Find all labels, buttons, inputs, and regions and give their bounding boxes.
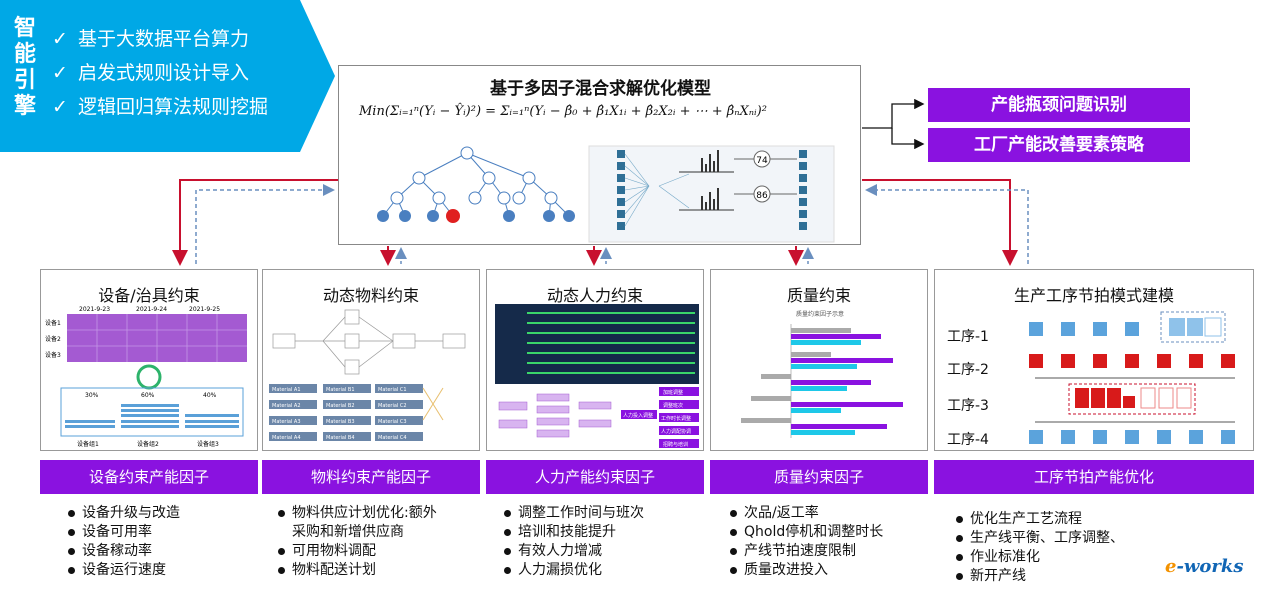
- model-title: 基于多因子混合求解优化模型: [490, 79, 711, 99]
- svg-text:86: 86: [756, 191, 768, 201]
- panel-process: 生产工序节拍模式建模 工序-1 工序-2 工序-3 工序-4: [934, 269, 1254, 451]
- model-box: 基于多因子混合求解优化模型 Min(Σᵢ₌₁ⁿ(Yᵢ − Ŷᵢ)²) = Σᵢ₌…: [338, 65, 861, 245]
- svg-text:Material A4: Material A4: [272, 435, 301, 441]
- model-illustrations: 74 86: [377, 145, 835, 243]
- cycle-icon: [136, 364, 162, 390]
- engine-banner: [0, 0, 335, 152]
- factor-process: 工序节拍产能优化: [934, 460, 1254, 494]
- factor-equipment: 设备约束产能因子: [40, 460, 258, 494]
- svg-text:设备组2: 设备组2: [137, 440, 159, 448]
- engine-title: 智能引擎: [13, 16, 36, 119]
- panel-title: 生产工序节拍模式建模: [1013, 286, 1174, 305]
- panel-title: 质量约束: [786, 286, 851, 305]
- svg-text:2021-9-24: 2021-9-24: [136, 306, 167, 313]
- panel-equipment: 设备/治具约束 2021-9-23 2021-9-24 2021-9-25 设备…: [40, 269, 258, 451]
- svg-text:工作时长调整: 工作时长调整: [661, 415, 691, 422]
- svg-text:Material C4: Material C4: [378, 435, 407, 441]
- svg-text:30%: 30%: [85, 392, 99, 399]
- svg-text:60%: 60%: [141, 392, 155, 399]
- eworks-logo: e-works: [1165, 556, 1244, 577]
- step-label: 工序-4: [947, 432, 989, 448]
- svg-text:设备2: 设备2: [45, 335, 61, 343]
- svg-text:2021-9-23: 2021-9-23: [79, 306, 110, 313]
- check-icon: ✓: [52, 28, 68, 50]
- svg-text:74: 74: [756, 156, 768, 166]
- process-cubes: [1029, 311, 1235, 444]
- svg-text:加班调整: 加班调整: [663, 389, 683, 396]
- svg-text:Material B3: Material B3: [326, 419, 355, 425]
- svg-text:Material C2: Material C2: [378, 403, 407, 409]
- bullets-material: 物料供应计划优化:额外采购和新增供应商可用物料调配物料配送计划: [274, 504, 446, 580]
- model-formula: Min(Σᵢ₌₁ⁿ(Yᵢ − Ŷᵢ)²) = Σᵢ₌₁ⁿ(Yᵢ − β̂₀ + …: [359, 104, 767, 119]
- svg-text:设备3: 设备3: [45, 351, 61, 359]
- svg-text:人力投入调整: 人力投入调整: [623, 412, 653, 419]
- engine-item: ✓基于大数据平台算力: [52, 22, 268, 56]
- panel-material: 动态物料约束 Material A1 Material A2 Material …: [262, 269, 480, 451]
- panel-labor: 动态人力约束 人力投入调整 加班调整 调整班次 工作时长调整 人力调配协调 招聘…: [486, 269, 704, 451]
- svg-text:设备组3: 设备组3: [197, 440, 219, 448]
- panel-title: 设备/治具约束: [98, 286, 200, 305]
- decision-tree-icon: [382, 146, 570, 217]
- panel-title: 动态物料约束: [322, 286, 419, 305]
- factor-material: 物料约束产能因子: [262, 460, 480, 494]
- factor-labor: 人力产能约束因子: [486, 460, 704, 494]
- svg-text:招聘与培训: 招聘与培训: [663, 441, 688, 448]
- svg-text:Material B2: Material B2: [326, 403, 355, 409]
- step-label: 工序-2: [947, 362, 989, 378]
- engine-item: ✓启发式规则设计导入: [52, 56, 268, 90]
- svg-text:Material A1: Material A1: [272, 387, 301, 393]
- quality-bars: [741, 328, 903, 435]
- panel-quality: 质量约束 质量约束因子示意: [710, 269, 928, 451]
- svg-text:Material C3: Material C3: [378, 419, 407, 425]
- svg-text:Material B4: Material B4: [326, 435, 355, 441]
- svg-text:40%: 40%: [203, 392, 217, 399]
- svg-text:2021-9-25: 2021-9-25: [189, 306, 220, 313]
- svg-text:设备组1: 设备组1: [77, 440, 99, 448]
- svg-text:Material A3: Material A3: [272, 419, 301, 425]
- svg-text:Material A2: Material A2: [272, 403, 301, 409]
- svg-text:质量约束因子示意: 质量约束因子示意: [796, 310, 844, 318]
- bullets-equipment: 设备升级与改造设备可用率设备稼动率设备运行速度: [64, 504, 254, 580]
- engine-item: ✓逻辑回归算法规则挖掘: [52, 90, 268, 124]
- factor-quality: 质量约束因子: [710, 460, 928, 494]
- engine-list: ✓基于大数据平台算力 ✓启发式规则设计导入 ✓逻辑回归算法规则挖掘: [52, 22, 268, 124]
- bullets-labor: 调整工作时间与班次培训和技能提升有效人力增减人力漏损优化: [500, 504, 700, 580]
- check-icon: ✓: [52, 96, 68, 118]
- svg-text:Material B1: Material B1: [326, 387, 355, 393]
- svg-text:Material C1: Material C1: [378, 387, 407, 393]
- svg-text:调整班次: 调整班次: [663, 402, 683, 409]
- svg-text:人力调配协调: 人力调配协调: [661, 428, 691, 435]
- output-strategy: 工厂产能改善要素策略: [928, 128, 1190, 162]
- panel-title: 动态人力约束: [546, 286, 643, 305]
- step-label: 工序-1: [947, 329, 989, 345]
- check-icon: ✓: [52, 62, 68, 84]
- svg-text:设备1: 设备1: [45, 319, 61, 327]
- network-icon: [617, 150, 807, 230]
- output-bottleneck: 产能瓶颈问题识别: [928, 88, 1190, 122]
- step-label: 工序-3: [947, 398, 989, 414]
- bullets-process: 优化生产工艺流程生产线平衡、工序调整、作业标准化新开产线: [952, 510, 1172, 586]
